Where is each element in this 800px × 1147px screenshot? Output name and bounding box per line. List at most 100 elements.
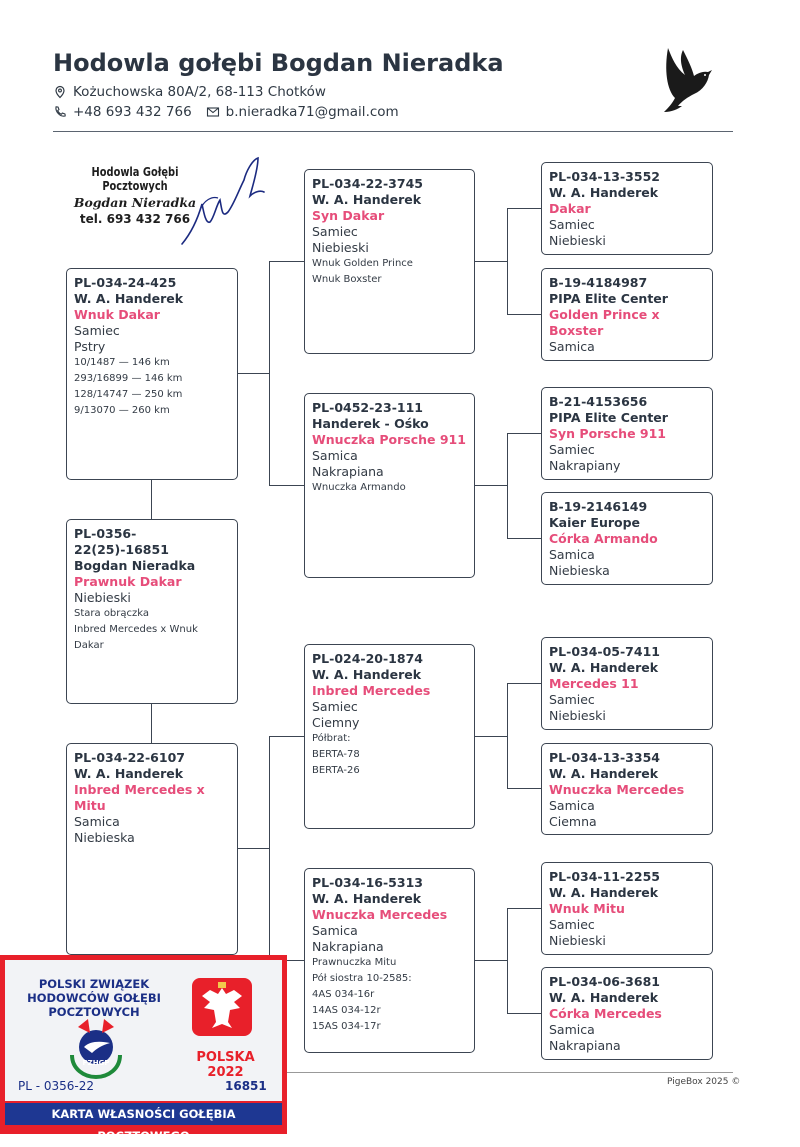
sex: Samica xyxy=(549,1022,595,1037)
pigeon-note: Półbrat: xyxy=(312,733,351,744)
sex: Samica xyxy=(549,547,595,562)
connector xyxy=(269,485,304,487)
color: Niebieski xyxy=(549,708,606,723)
pigeon-card-gen3[interactable]: B-19-4184987 PIPA Elite Center Golden Pr… xyxy=(541,268,713,361)
ring-number: PL-034-05-7411 xyxy=(549,644,660,659)
sex: Samiec xyxy=(312,699,358,714)
phone-text: +48 693 432 766 xyxy=(73,104,192,120)
connector xyxy=(151,703,153,743)
ownership-card: POLSKI ZWIĄZEK HODOWCÓW GOŁĘBI POCZTOWYC… xyxy=(0,955,287,1143)
pigeon-card-dam-of-dam[interactable]: PL-034-16-5313 W. A. Handerek Wnuczka Me… xyxy=(304,868,475,1053)
pigeon-card-dam[interactable]: PL-034-22-6107 W. A. Handerek Inbred Mer… xyxy=(66,743,238,955)
breeder-name: W. A. Handerek xyxy=(549,660,659,675)
pigeon-card-sire-of-dam[interactable]: PL-024-20-1874 W. A. Handerek Inbred Mer… xyxy=(304,644,475,829)
header-divider xyxy=(53,131,733,132)
pigeon-card-dam-of-sire[interactable]: PL-0452-23-111 Handerek - Ośko Wnuczka P… xyxy=(304,393,475,578)
sex: Samica xyxy=(74,814,120,829)
connector xyxy=(269,261,271,486)
result-note: 10/1487 — 146 km xyxy=(74,357,170,368)
address-row: Kożuchowska 80A/2, 68-113 Chotków xyxy=(53,84,326,100)
pigeon-name: Golden Prince x Boxster xyxy=(549,307,660,338)
pigeon-name: Wnuczka Mercedes xyxy=(312,907,448,922)
pigeon-card-sibling[interactable]: PL-0356-22(25)-16851 Bogdan Nieradka Pra… xyxy=(66,519,238,704)
stamp-line-1: Hodowla Gołębi Pocztowych xyxy=(91,165,179,193)
location-pin-icon xyxy=(55,85,65,99)
pigeon-note: 4AS 034-16r xyxy=(312,989,375,1000)
color: Niebieski xyxy=(74,590,131,605)
breeder-name: PIPA Elite Center xyxy=(549,291,668,306)
stamp-line-2: Bogdan Nieradka xyxy=(73,195,197,210)
sex: Samiec xyxy=(549,917,595,932)
connector xyxy=(269,261,304,263)
sex: Samica xyxy=(312,923,358,938)
sex: Samiec xyxy=(549,692,595,707)
ring-number: PL-034-16-5313 xyxy=(312,875,423,890)
pigeon-card-gen3[interactable]: B-19-2146149 Kaier Europe Córka Armando … xyxy=(541,492,713,585)
breeder-name: W. A. Handerek xyxy=(312,667,422,682)
ring-number: PL-034-22-3745 xyxy=(312,176,423,191)
pigeon-name: Córka Armando xyxy=(549,531,658,546)
ownership-card-number: 16851 xyxy=(225,1079,267,1093)
pigeon-note: Wnuk Golden Prince xyxy=(312,258,413,269)
breeder-stamp: Hodowla Gołębi Pocztowych Bogdan Nieradk… xyxy=(55,165,215,226)
pigeon-note: Prawnuczka Mitu xyxy=(312,957,397,968)
sex: Samiec xyxy=(549,442,595,457)
pigeon-name: Inbred Mercedes xyxy=(312,683,431,698)
connector xyxy=(237,848,270,850)
ring-number: PL-034-24-425 xyxy=(74,275,177,290)
connector xyxy=(507,314,541,316)
breeder-name: W. A. Handerek xyxy=(74,766,184,781)
ownership-card-title-bar: KARTA WŁASNOŚCI GOŁĘBIA POCZTOWEGO xyxy=(5,1103,282,1143)
pigeon-card-gen3[interactable]: B-21-4153656 PIPA Elite Center Syn Porsc… xyxy=(541,387,713,480)
pigeon-card-gen3[interactable]: PL-034-13-3552 W. A. Handerek Dakar Sami… xyxy=(541,162,713,255)
page-title: Hodowla gołębi Bogdan Nieradka xyxy=(53,49,504,77)
breeder-name: W. A. Handerek xyxy=(549,766,659,781)
breeder-name: Bogdan Nieradka xyxy=(74,558,196,573)
connector xyxy=(507,208,541,210)
color: Ciemny xyxy=(312,715,360,730)
pigeon-card-gen3[interactable]: PL-034-06-3681 W. A. Handerek Córka Merc… xyxy=(541,967,713,1060)
connector xyxy=(507,683,509,789)
pigeon-name: Syn Porsche 911 xyxy=(549,426,666,441)
ring-number: PL-034-06-3681 xyxy=(549,974,660,989)
ring-number: PL-034-13-3354 xyxy=(549,750,660,765)
pigeon-name: Wnuczka Porsche 911 xyxy=(312,432,466,447)
sex: Samiec xyxy=(312,224,358,239)
contact-row: +48 693 432 766 b.nieradka71@gmail.com xyxy=(53,104,399,120)
sex: Samica xyxy=(549,798,595,813)
pigeon-card-subject[interactable]: PL-034-24-425 W. A. Handerek Wnuk Dakar … xyxy=(66,268,238,480)
color: Ciemna xyxy=(549,814,597,829)
result-note: 293/16899 — 146 km xyxy=(74,373,183,384)
connector xyxy=(269,736,271,961)
pigeon-card-sire[interactable]: PL-034-22-3745 W. A. Handerek Syn Dakar … xyxy=(304,169,475,354)
breeder-name: PIPA Elite Center xyxy=(549,410,668,425)
pigeon-name: Syn Dakar xyxy=(312,208,385,223)
email-icon xyxy=(206,107,219,117)
breeder-name: Kaier Europe xyxy=(549,515,641,530)
ring-number: PL-034-13-3552 xyxy=(549,169,660,184)
ownership-card-ring: PL - 0356-22 xyxy=(18,1079,95,1093)
ring-number: PL-034-11-2255 xyxy=(549,869,660,884)
breeder-name: Handerek - Ośko xyxy=(312,416,429,431)
pigeon-note: Stara obrączka xyxy=(74,608,150,619)
ring-number: PL-0452-23-111 xyxy=(312,400,423,415)
connector xyxy=(151,479,153,519)
pigeon-card-gen3[interactable]: PL-034-05-7411 W. A. Handerek Mercedes 1… xyxy=(541,637,713,730)
pigeon-card-gen3[interactable]: PL-034-11-2255 W. A. Handerek Wnuk Mitu … xyxy=(541,862,713,955)
connector xyxy=(269,736,304,738)
connector xyxy=(474,736,508,738)
connector xyxy=(474,261,508,263)
email-text: b.nieradka71@gmail.com xyxy=(225,104,399,120)
color: Niebieska xyxy=(549,563,610,578)
breeder-name: W. A. Handerek xyxy=(74,291,184,306)
sex: Samica xyxy=(549,339,595,354)
pigeon-note: 15AS 034-17r xyxy=(312,1021,381,1032)
connector xyxy=(507,208,509,315)
color: Niebieski xyxy=(549,933,606,948)
pigeon-card-gen3[interactable]: PL-034-13-3354 W. A. Handerek Wnuczka Me… xyxy=(541,743,713,835)
pigeon-name: Wnuczka Mercedes xyxy=(549,782,685,797)
ring-number: PL-0356-22(25)-16851 xyxy=(74,526,169,557)
pzhgp-logo-text: PZHGP xyxy=(83,1059,110,1067)
footer-divider xyxy=(286,1072,733,1073)
sex: Samica xyxy=(312,448,358,463)
